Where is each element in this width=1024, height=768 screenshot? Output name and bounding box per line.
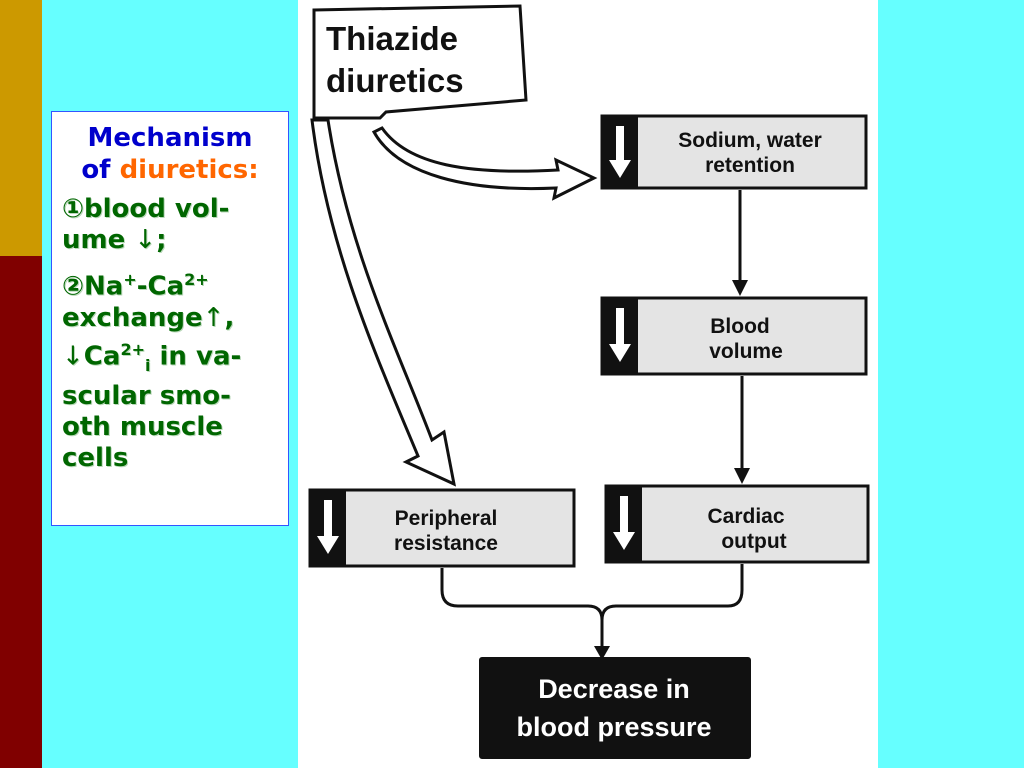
peripheral-line2: resistance <box>394 532 498 555</box>
thiazide-callout: Thiazide diuretics <box>312 4 528 120</box>
item1-line1: blood vol- <box>84 194 230 224</box>
down-arrow-icon <box>613 496 635 550</box>
item2-ca: Ca <box>83 341 121 372</box>
textbox-title: Mechanism of diuretics: <box>62 122 278 186</box>
arrowhead-decrease <box>594 646 610 660</box>
down-arrow-icon: ↓ <box>134 225 157 255</box>
thiazide-line2: diuretics <box>326 62 464 99</box>
item2-na: Na <box>84 271 124 302</box>
peripheral-line1: Peripheral <box>395 507 498 530</box>
cardiac-line2: output <box>721 530 786 553</box>
arrowhead-blood <box>732 280 748 296</box>
title-word-mechanism: Mechanism <box>87 123 253 153</box>
item2-line4: scular smo- <box>62 380 231 411</box>
item2-ca2-sup: 2+ <box>120 339 145 359</box>
item2-sub-i: i <box>144 355 151 375</box>
blood-line1: Blood <box>710 315 769 338</box>
decrease-bp-box: Decrease in blood pressure <box>479 657 751 759</box>
down-arrow-icon <box>609 126 631 178</box>
title-word-of: of <box>81 155 111 185</box>
arrowhead-cardiac <box>734 468 750 484</box>
sodium-retention-box: Sodium, water retention <box>600 114 868 190</box>
brace-connector <box>440 564 744 650</box>
item1-marker: ① <box>62 194 85 224</box>
blood-line2: volume <box>709 340 783 363</box>
down-arrow-icon <box>317 500 339 554</box>
item2-comma: , <box>224 302 235 333</box>
left-accent-bar-gold <box>0 0 42 256</box>
down-arrow-icon: ↓ <box>62 341 84 372</box>
blood-volume-box: Blood volume <box>600 296 868 376</box>
cardiac-line1: Cardiac <box>707 505 784 528</box>
down-arrow-icon <box>609 308 631 362</box>
item2-na-sup: + <box>123 270 137 289</box>
left-accent-bar-red <box>0 256 42 768</box>
arrow-to-peripheral <box>310 118 457 487</box>
item-blood-volume: ①blood vol- ume ↓; <box>62 194 278 256</box>
item2-rest1: in va- <box>150 341 242 372</box>
diuretic-flow-figure: Thiazide diuretics Sodium, water retenti… <box>298 0 878 768</box>
item1-line2: ume <box>62 225 126 255</box>
up-arrow-icon: ↑ <box>202 302 225 333</box>
item2-line6: cells <box>62 442 129 473</box>
item2-marker: ② <box>62 271 85 302</box>
arrow-to-sodium <box>371 126 598 201</box>
item2-exchange: exchange <box>62 302 203 333</box>
peripheral-resistance-box: Peripheral resistance <box>308 488 576 568</box>
cardiac-output-box: Cardiac output <box>604 484 870 564</box>
title-word-diuretics: diuretics: <box>119 155 259 185</box>
thiazide-line1: Thiazide <box>326 20 458 57</box>
item2-dash-ca: -Ca <box>136 271 185 302</box>
sodium-line1: Sodium, water <box>678 129 822 152</box>
item2-ca-sup: 2+ <box>184 270 209 289</box>
sodium-line2: retention <box>705 154 795 177</box>
item2-line5: oth muscle <box>62 411 223 442</box>
mechanism-textbox: Mechanism of diuretics: ①blood vol- ume … <box>51 111 289 526</box>
decrease-line1: Decrease in <box>538 674 690 704</box>
decrease-line2: blood pressure <box>516 712 711 742</box>
item-na-ca-exchange: ②Na+-Ca2+ exchange↑, ↓Ca2+i in va- scula… <box>62 264 278 474</box>
item1-end: ; <box>156 225 167 255</box>
